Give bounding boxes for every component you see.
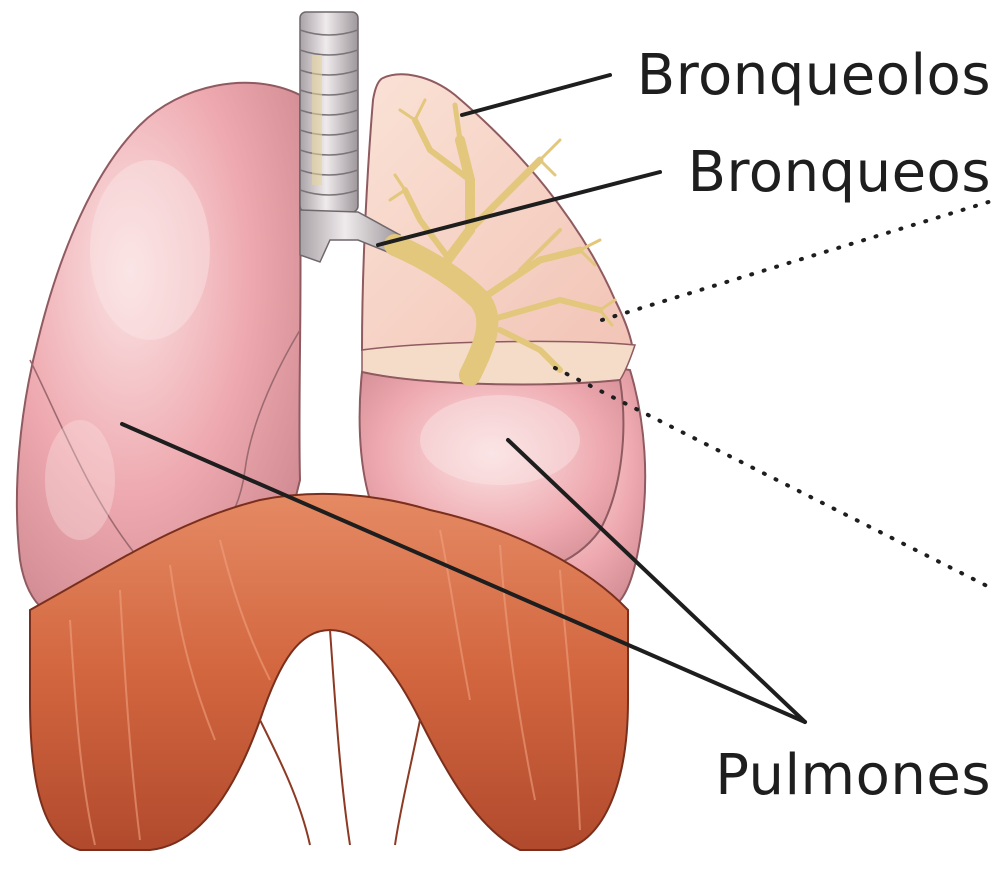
lungs-label: Pulmones [715, 748, 991, 804]
bronchioles-leader [462, 75, 610, 115]
bronchioles-label: Bronqueolos [637, 48, 991, 104]
bronchi-label: Bronqueos [688, 145, 991, 201]
